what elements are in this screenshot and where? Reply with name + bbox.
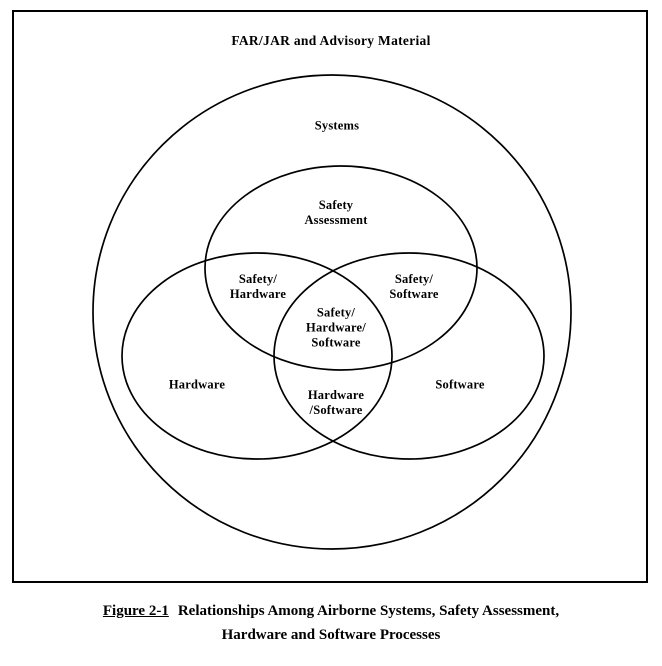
figure-caption-line1: Figure 2-1 Relationships Among Airborne S… [0, 600, 662, 623]
figure-caption: Figure 2-1 Relationships Among Airborne S… [0, 600, 662, 648]
label-software: Software [435, 377, 485, 392]
label-hardware: Hardware [168, 377, 226, 392]
label-safety-hardware-software: Safety/ Hardware/ Software [306, 305, 366, 350]
figure-number: Figure 2-1 [102, 603, 169, 619]
figure-caption-line2: Hardware and Software Processes [221, 627, 441, 644]
label-hardware-software: Hardware /Software [307, 388, 365, 417]
label-safety-hardware: Safety/ Hardware [229, 272, 287, 301]
figure-caption-text: Relationships Among Airborne Systems, Sa… [177, 603, 560, 619]
label-safety-assessment: Safety Assessment [304, 198, 368, 227]
label-safety-software: Safety/ Software [389, 272, 439, 301]
label-systems: Systems [314, 118, 360, 133]
diagram-title: FAR/JAR and Advisory Material [231, 33, 431, 48]
diagram-frame [12, 10, 648, 583]
